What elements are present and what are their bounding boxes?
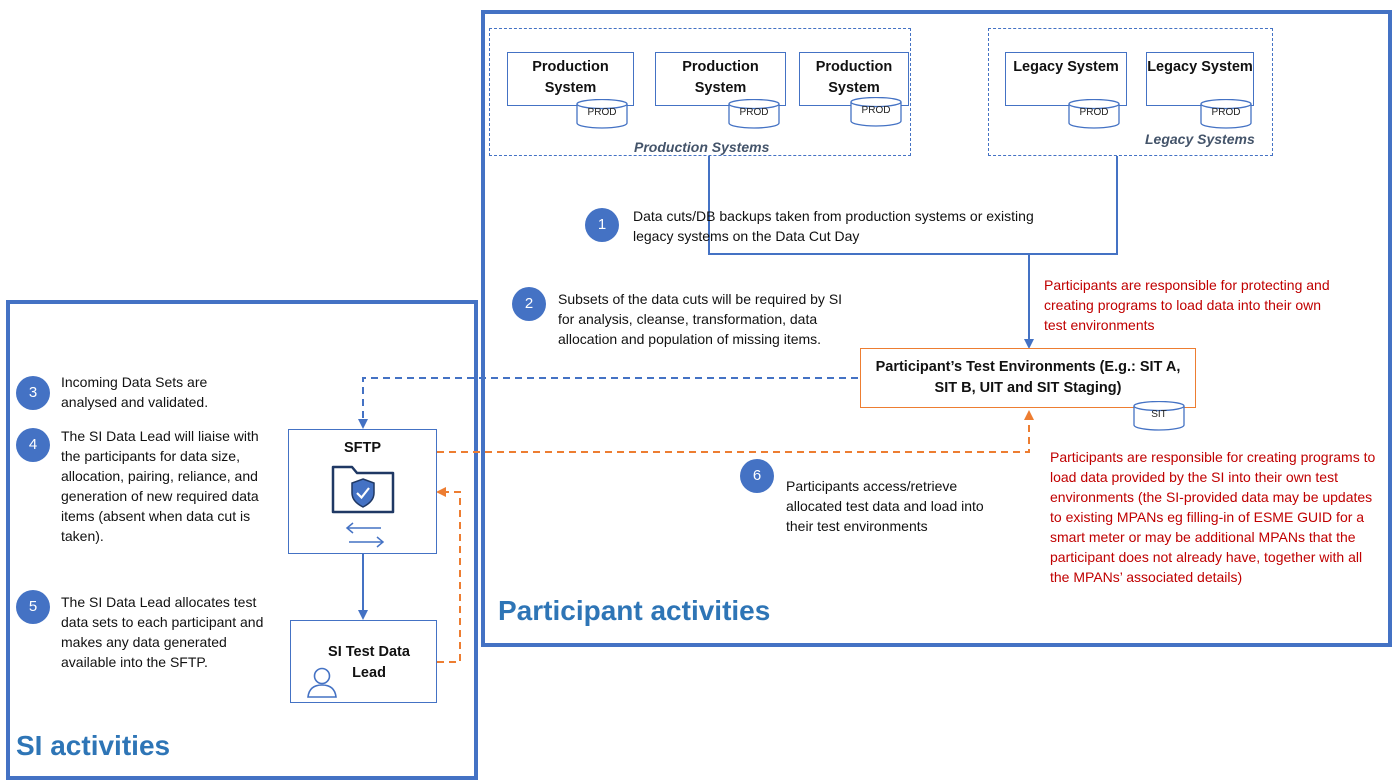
transfer-arrows-icon (345, 522, 385, 548)
database-label: PROD (861, 105, 891, 116)
production-system-3-label: Production System (815, 59, 893, 96)
database-icon: PROD (850, 97, 902, 127)
step-5-text: The SI Data Lead allocates test data set… (61, 594, 264, 670)
step-1-badge: 1 (585, 208, 619, 242)
database-icon: PROD (728, 99, 780, 129)
legacy-system-1: Legacy System (1005, 52, 1127, 106)
legacy-system-2-label: Legacy System (1147, 59, 1253, 75)
legacy-system-2: Legacy System (1146, 52, 1254, 106)
step-2-badge: 2 (512, 287, 546, 321)
database-label: SIT (1151, 409, 1167, 420)
step-1-text: Data cuts/DB backups taken from producti… (633, 208, 1034, 244)
step-3-text: Incoming Data Sets are analysed and vali… (61, 374, 209, 410)
legacy-system-1-label: Legacy System (1013, 59, 1119, 75)
sftp-label: SFTP (343, 440, 382, 456)
si-test-data-lead-box: SI Test Data Lead (290, 620, 437, 703)
participant-activities-frame (481, 10, 1392, 647)
production-systems-group (489, 28, 911, 156)
step-2-text: Subsets of the data cuts will be require… (558, 291, 843, 347)
si-lead-label: SI Test Data Lead (328, 644, 410, 681)
production-system-2: Production System (655, 52, 786, 106)
step-4-badge: 4 (16, 428, 50, 462)
database-icon: PROD (576, 99, 628, 129)
production-system-1: Production System (507, 52, 634, 106)
database-label: PROD (1079, 107, 1109, 118)
legacy-systems-caption: Legacy Systems (1145, 131, 1255, 147)
test-environments-label: Participant’s Test Environments (E.g.: S… (875, 359, 1181, 396)
note-creating: Participants are responsible for creatin… (1050, 449, 1376, 585)
step-6-text: Participants access/retrieve allocated t… (786, 478, 984, 534)
database-label: PROD (587, 107, 617, 118)
sftp-box: SFTP (288, 429, 437, 554)
step-3-badge: 3 (16, 376, 50, 410)
step-6-badge: 6 (740, 459, 774, 493)
si-activities-title: SI activities (16, 730, 171, 761)
production-system-2-label: Production System (682, 59, 759, 96)
database-label: PROD (739, 107, 769, 118)
step-4-text: The SI Data Lead will liaise with the pa… (61, 428, 259, 544)
participant-activities-title: Participant activities (498, 595, 771, 626)
note-protecting: Participants are responsible for protect… (1044, 277, 1330, 333)
database-icon: PROD (1200, 99, 1252, 129)
step-5-badge: 5 (16, 590, 50, 624)
database-label: PROD (1211, 107, 1241, 118)
person-icon (307, 667, 337, 698)
legacy-systems-group (988, 28, 1273, 156)
database-icon: PROD (1068, 99, 1120, 129)
secure-folder-icon (331, 465, 395, 514)
production-systems-caption: Production Systems (634, 139, 770, 155)
database-icon: SIT (1133, 401, 1185, 431)
participant-test-environments: Participant’s Test Environments (E.g.: S… (860, 348, 1196, 408)
production-system-1-label: Production System (532, 59, 609, 96)
